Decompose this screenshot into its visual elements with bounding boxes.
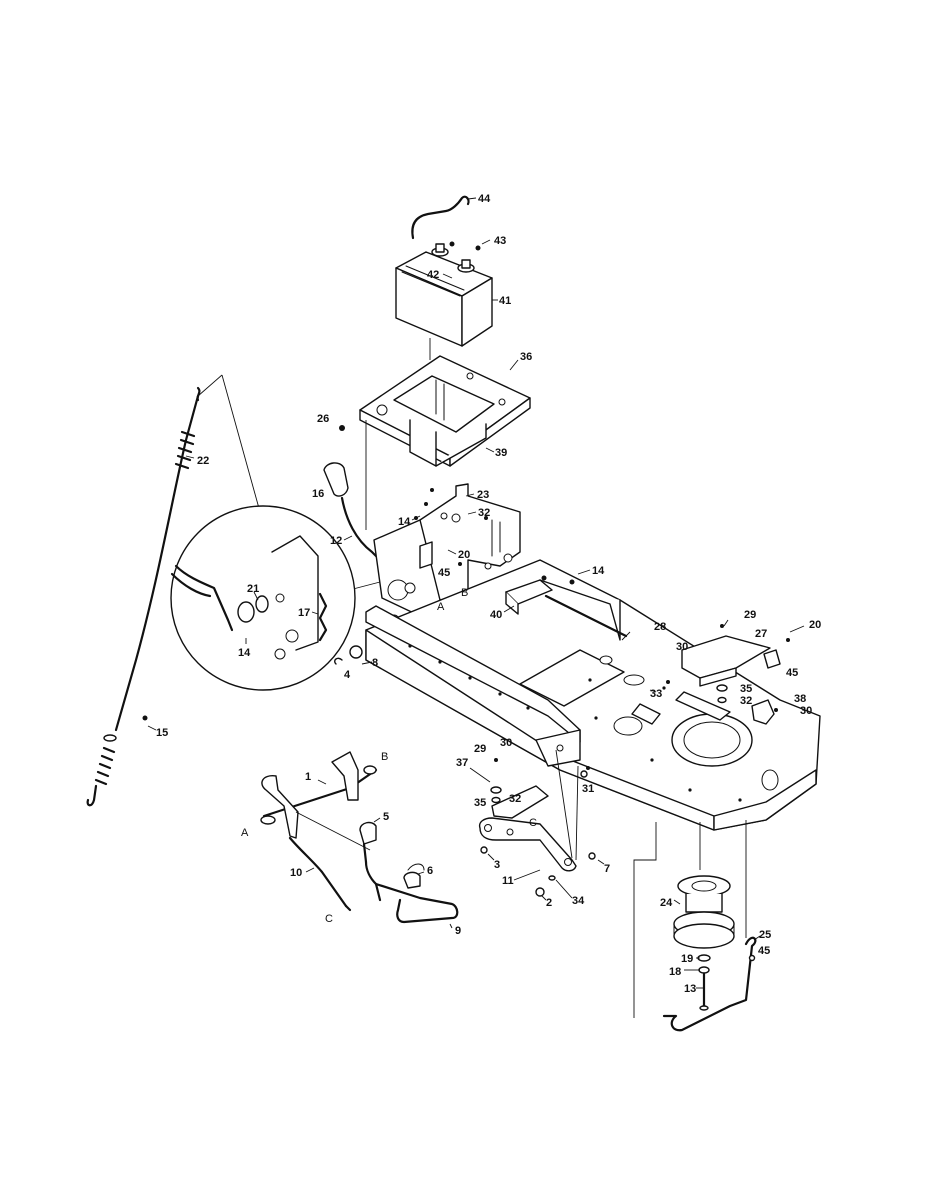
callout: 30 xyxy=(676,641,688,653)
cable-spring-bottom xyxy=(86,734,117,807)
callout: 39 xyxy=(495,447,507,459)
battery-tray xyxy=(359,355,531,467)
callout: 43 xyxy=(494,235,506,247)
callout: 14 xyxy=(592,565,605,577)
callouts: 44 43 42 41 36 26 39 22 16 23 14 32 12 2… xyxy=(147,193,821,995)
callout: 3 xyxy=(494,859,500,871)
lift-link xyxy=(478,817,577,872)
callout: 24 xyxy=(660,897,673,909)
callout: 13 xyxy=(684,983,696,995)
callout: 23 xyxy=(477,489,489,501)
ref-letter: A xyxy=(241,827,249,839)
callout: 29 xyxy=(744,609,756,621)
callout: 31 xyxy=(582,783,594,795)
callout: 20 xyxy=(809,619,821,631)
cable-spring-top xyxy=(174,386,201,470)
ref-letter: B xyxy=(381,751,388,763)
ref-letter: C xyxy=(325,913,333,925)
clutch-cable xyxy=(114,394,200,732)
callout: 45 xyxy=(786,667,798,679)
callout: 35 xyxy=(740,683,752,695)
callout: 30 xyxy=(800,705,812,717)
callout: 32 xyxy=(478,507,490,519)
callout: 33 xyxy=(650,688,662,700)
main-frame xyxy=(365,559,821,831)
battery xyxy=(395,241,493,347)
callout: 15 xyxy=(156,727,168,739)
callout: 22 xyxy=(197,455,209,467)
callout: 27 xyxy=(755,628,767,640)
callout: 7 xyxy=(604,863,610,875)
callout: 2 xyxy=(546,897,552,909)
callout: 10 xyxy=(290,867,302,879)
callout: 42 xyxy=(427,269,439,281)
callout: 25 xyxy=(759,929,771,941)
rod-25 xyxy=(662,936,757,1032)
screw-15 xyxy=(142,715,148,721)
callout: 28 xyxy=(654,621,666,633)
callout: 38 xyxy=(794,693,806,705)
callout: 11 xyxy=(502,875,514,887)
callout: 1 xyxy=(305,771,311,783)
battery-cable xyxy=(411,195,470,240)
callout: 14 xyxy=(398,516,411,528)
callout: 41 xyxy=(499,295,511,307)
callout: 37 xyxy=(456,757,468,769)
callout: 29 xyxy=(474,743,486,755)
bracket-38 xyxy=(751,699,775,725)
ref-letter: B xyxy=(461,587,468,599)
detail-circle xyxy=(170,505,356,691)
callout: 20 xyxy=(458,549,470,561)
screw-26 xyxy=(339,425,345,431)
engine-pulley xyxy=(673,875,735,1011)
callout: 4 xyxy=(344,669,351,681)
shift-lever xyxy=(323,462,406,584)
callout: 12 xyxy=(330,535,342,547)
ref-letter: A xyxy=(437,601,445,613)
lift-lever xyxy=(359,821,459,924)
callout: 17 xyxy=(298,607,310,619)
reference-letters: A B B A C C xyxy=(241,587,537,925)
bracket-37 xyxy=(491,729,581,819)
callout: 44 xyxy=(478,193,491,205)
callout: 30 xyxy=(500,737,512,749)
callout: 45 xyxy=(758,945,770,957)
callout: 19 xyxy=(681,953,693,965)
callout: 6 xyxy=(427,865,433,877)
control-bracket xyxy=(373,483,521,626)
callout: 21 xyxy=(247,583,259,595)
bracket-27 xyxy=(681,635,781,687)
callout: 8 xyxy=(372,657,378,669)
callout: 16 xyxy=(312,488,324,500)
callout: 34 xyxy=(572,895,585,907)
callout: 35 xyxy=(474,797,486,809)
callout: 26 xyxy=(317,413,329,425)
ref-letter: C xyxy=(529,817,537,829)
callout: 32 xyxy=(740,695,752,707)
callout: 9 xyxy=(455,925,461,937)
callout: 5 xyxy=(383,811,389,823)
callout: 32 xyxy=(509,793,521,805)
bracket-40 xyxy=(505,579,628,638)
callout: 18 xyxy=(669,966,681,978)
callout: 40 xyxy=(490,609,502,621)
callout: 14 xyxy=(238,647,251,659)
pedal-assembly xyxy=(260,751,378,912)
callout: 45 xyxy=(438,567,450,579)
callout: 36 xyxy=(520,351,532,363)
